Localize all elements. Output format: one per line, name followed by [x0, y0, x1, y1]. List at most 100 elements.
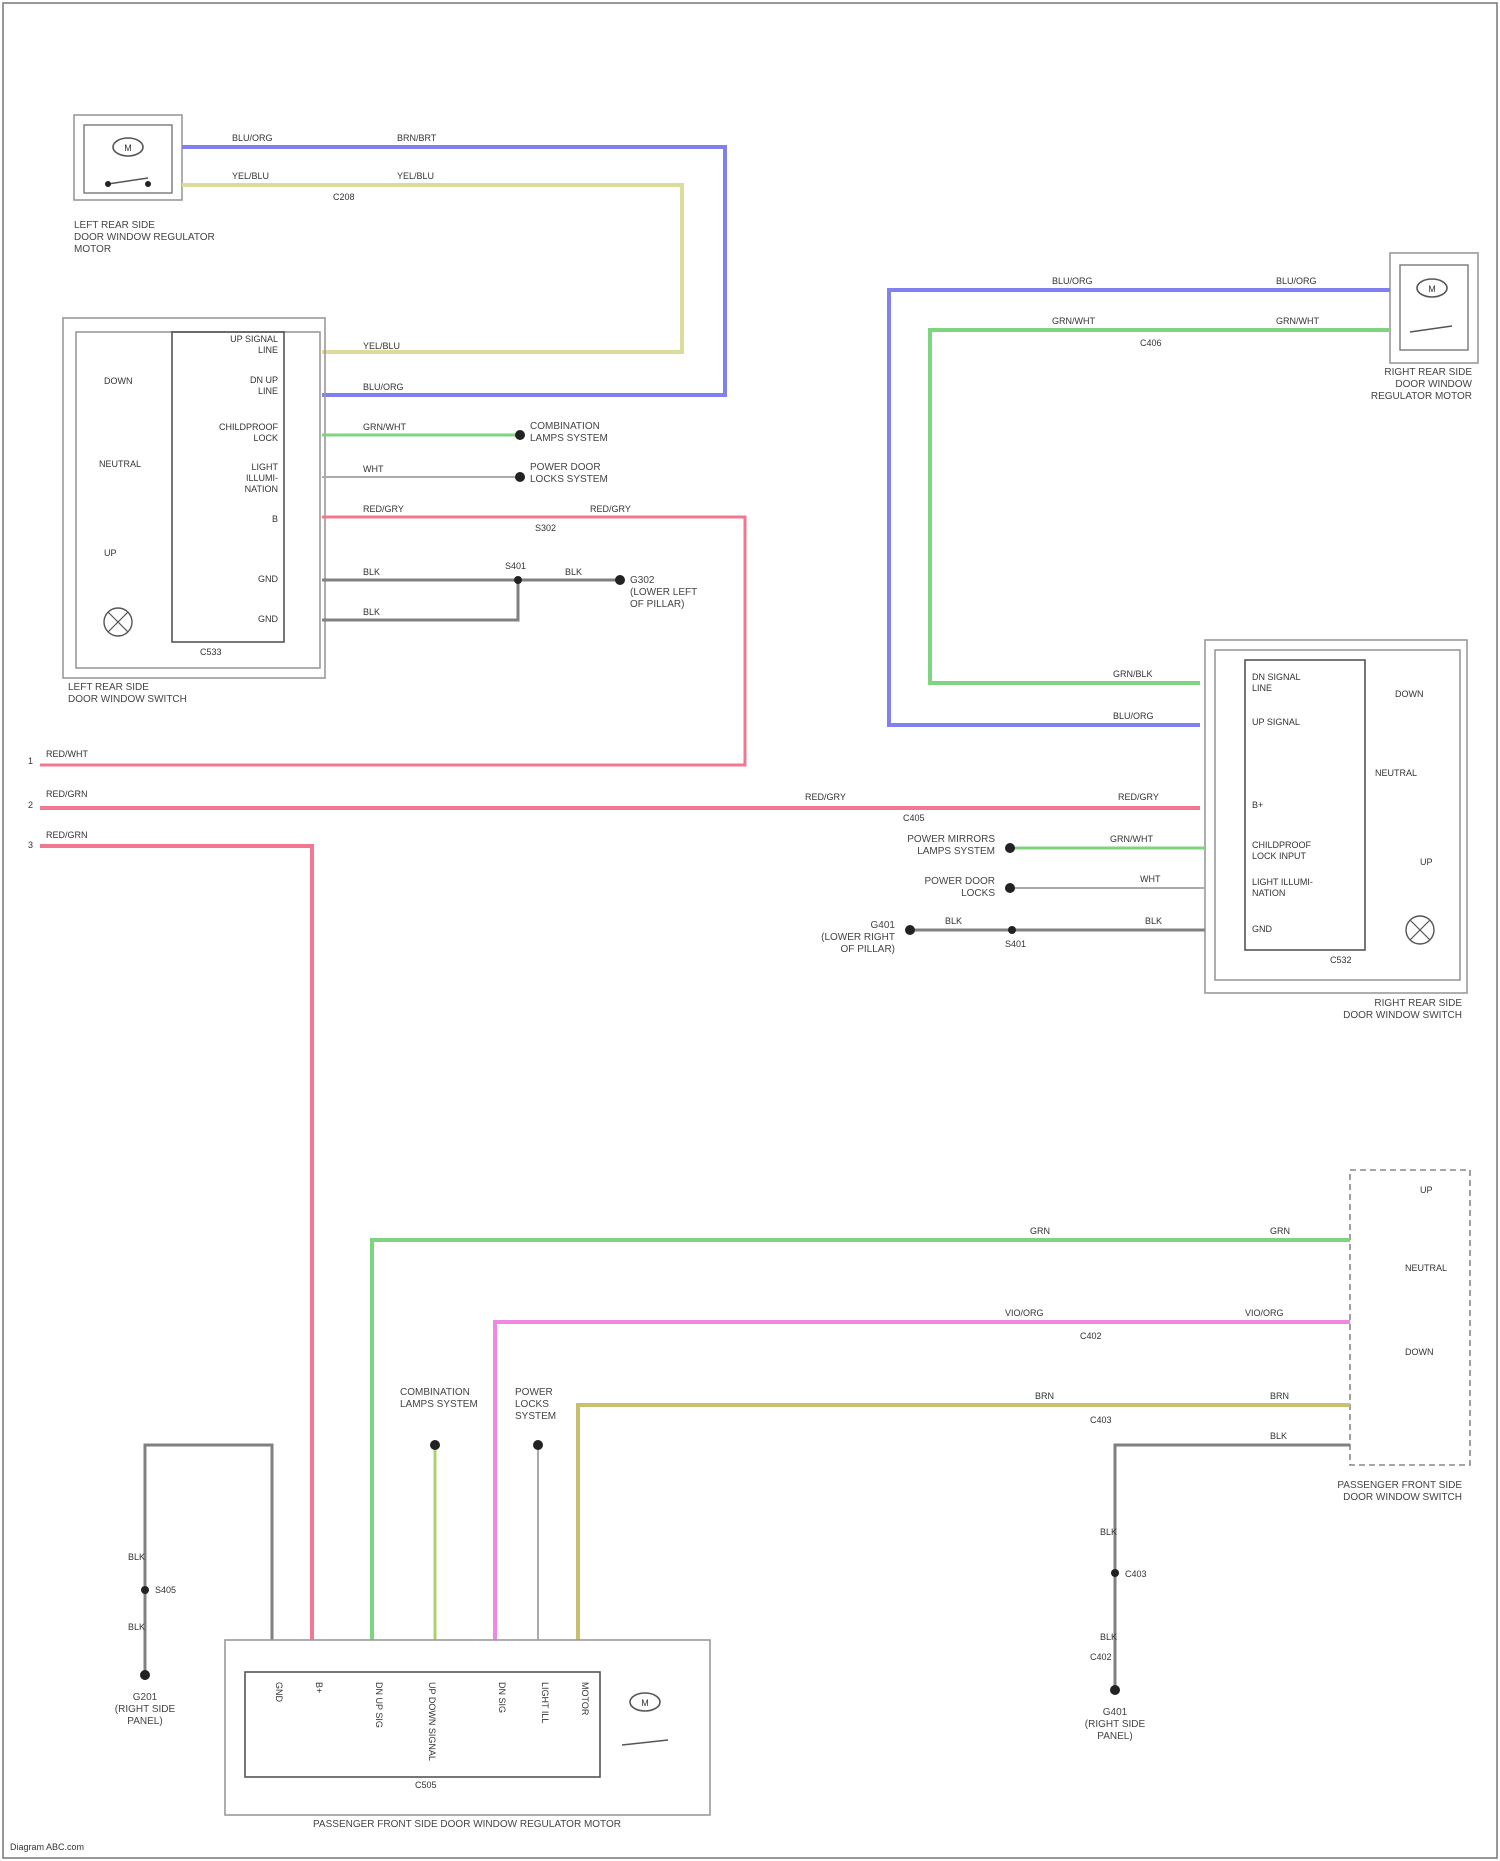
text-line: POWER DOOR: [530, 462, 601, 473]
left-feed-2-num: 2: [28, 800, 33, 810]
text-line: RIGHT REAR SIDE: [1374, 998, 1462, 1009]
wire-yellow-lr: [182, 185, 682, 352]
wire-green-rr: [930, 330, 1390, 683]
wire-label-left-w2: RED/GRN: [46, 789, 88, 799]
text-line: POWER MIRRORS: [907, 834, 995, 845]
lr-ref-ill: COMBINATIONLAMPS SYSTEM: [530, 421, 608, 444]
rr-switch-conn: C532: [1330, 955, 1352, 965]
lr-lock-splice: [515, 472, 525, 482]
page-border: [3, 3, 1497, 1858]
lr-ill-splice: [515, 430, 525, 440]
text-line: LAMPS SYSTEM: [400, 1399, 478, 1410]
wire-red-lr: [40, 517, 745, 765]
wire-label-rr-top1: BLU/ORG: [1052, 276, 1093, 286]
wire-label-rr-top2b: GRN/WHT: [1276, 316, 1319, 326]
grounds: BLK BLK S405 G201(RIGHT SIDEPANEL) BLK B…: [115, 1445, 1147, 1742]
ref-gnd-left: G201(RIGHT SIDEPANEL): [115, 1692, 176, 1727]
wire-gnd-lr-2: [322, 580, 518, 620]
text-line: LAMPS SYSTEM: [917, 846, 995, 857]
wire-label-gnd-l-b: BLK: [128, 1622, 145, 1632]
wire-label-left-w3: RED/GRN: [46, 830, 88, 840]
text-line: (LOWER RIGHT: [821, 932, 895, 943]
text-line: REGULATOR MOTOR: [1371, 391, 1472, 402]
wire-olive-pf: [578, 1405, 1350, 1640]
pin-label-line: GND: [258, 574, 279, 584]
rr-motor-m-label: M: [1428, 284, 1436, 294]
pf-switch-box: [1350, 1170, 1470, 1465]
rr-switch-pins: GRN/BLK BLU/ORG RED/GRY RED/GRY GRN/WHT …: [805, 669, 1205, 955]
text-line: COMBINATION: [400, 1387, 470, 1398]
wire-label-rr-p3: RED/GRY: [1118, 792, 1159, 802]
wire-label-rr-p1: GRN/BLK: [1113, 669, 1153, 679]
left-side-feeds: 1 2 3 RED/WHT RED/GRN RED/GRN: [28, 749, 1200, 1640]
text-line: G401: [871, 920, 896, 931]
lr-ground-point: [615, 575, 625, 585]
lr-motor-box: [74, 115, 182, 200]
pin-label-line: GND: [1252, 924, 1273, 934]
text-line: G401: [1103, 1707, 1128, 1718]
lr-switch-conn: C533: [200, 647, 222, 657]
text-line: (LOWER LEFT: [630, 587, 697, 598]
conn-c5: S405: [155, 1585, 176, 1595]
lr-gnd-splice: [514, 576, 522, 584]
wire-label-rr-p3b: RED/GRY: [805, 792, 846, 802]
pin-label-line: UP SIGNAL: [1252, 717, 1300, 727]
wire-label-rr-p5: WHT: [1140, 874, 1161, 884]
wire-label-lr-top2: YEL/BLU: [232, 171, 269, 181]
pin-label: GND: [258, 614, 279, 624]
pf-motor-outer: [225, 1640, 710, 1815]
conn-c3: C403: [1125, 1569, 1147, 1579]
wire-label-pf-w3b: BRN: [1270, 1391, 1289, 1401]
wire-label-lr-p7: BLK: [363, 607, 380, 617]
wire-label-lr-p4: WHT: [363, 464, 384, 474]
text-line: DOOR WINDOW REGULATOR: [74, 232, 215, 243]
text-line: G302: [630, 575, 655, 586]
pin-label: DN UPLINE: [250, 375, 278, 396]
pin-label-line: LIGHT: [251, 462, 278, 472]
wire-label-rr-top1b: BLU/ORG: [1276, 276, 1317, 286]
pin-label-line: DN UP: [250, 375, 278, 385]
pin-label-line: LOCK INPUT: [1252, 851, 1307, 861]
passenger-front-window-motor: M C505 PASSENGER FRONT SIDE DOOR WINDOW …: [225, 1640, 1112, 1830]
wire-label-pf-w2b: VIO/ORG: [1245, 1308, 1284, 1318]
wire-label-left-w1: RED/WHT: [46, 749, 88, 759]
text-line: PANEL): [127, 1716, 162, 1727]
pin-label: B+: [1252, 800, 1263, 810]
pf-pin-label: LIGHT ILL: [540, 1682, 550, 1723]
wire-label-pf-w1b: GRN: [1270, 1226, 1290, 1236]
text-line: LOCKS: [961, 888, 995, 899]
text-line: OF PILLAR): [630, 599, 684, 610]
wire-label-rr-p6: BLK: [1145, 916, 1162, 926]
pf-comb-splice: [430, 1440, 440, 1450]
left-feed-1-num: 1: [28, 756, 33, 766]
wire-gnd-left-loop: [145, 1445, 272, 1680]
rr-switch-label-down: DOWN: [1395, 689, 1424, 699]
lr-motor-wires: BLU/ORG BRN/BRT YEL/BLU YEL/BLU C208: [182, 133, 725, 395]
pf-motor-conn: C505: [415, 1780, 437, 1790]
rr-switch-name: RIGHT REAR SIDEDOOR WINDOW SWITCH: [1343, 998, 1462, 1021]
text-line: PANEL): [1097, 1731, 1132, 1742]
conn-c11: S401: [505, 561, 526, 571]
pin-label: B: [272, 514, 278, 524]
text-line: (RIGHT SIDE: [115, 1704, 176, 1715]
wire-label-pf-w3: BRN: [1035, 1391, 1054, 1401]
text-line: G201: [133, 1692, 158, 1703]
wire-label-rr-top2: GRN/WHT: [1052, 316, 1095, 326]
pin-label: CHILDPROOFLOCK: [219, 422, 279, 443]
pf-switch-label-up: UP: [1420, 1185, 1433, 1195]
wire-pink-pf: [495, 1322, 1350, 1640]
rr-lock-splice: [1005, 883, 1015, 893]
passenger-front-window-switch: UP NEUTRAL DOWN PASSENGER FRONT SIDEDOOR…: [1337, 1170, 1470, 1503]
conn-c8: C402: [1080, 1331, 1102, 1341]
lr-switch-label-down: DOWN: [104, 376, 133, 386]
text-line: LEFT REAR SIDE: [74, 220, 155, 231]
rr-switch-label-neutral: NEUTRAL: [1375, 768, 1417, 778]
wire-green-pf: [372, 1240, 1350, 1640]
pf-pin-label: UP DOWN SIGNAL: [427, 1682, 437, 1761]
text-line: MOTOR: [74, 244, 111, 255]
